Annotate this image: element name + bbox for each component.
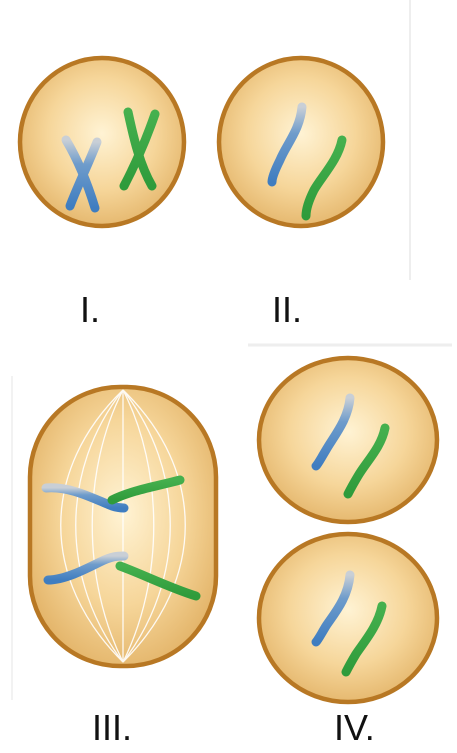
cell-i bbox=[20, 58, 184, 226]
cell-iv-top bbox=[259, 358, 437, 522]
cell-iii bbox=[30, 387, 216, 666]
cell-ii bbox=[219, 58, 383, 226]
label-ii: II. bbox=[272, 292, 302, 328]
cell-icon bbox=[259, 534, 437, 702]
cell-iv-bottom bbox=[259, 534, 437, 702]
cell-icon bbox=[20, 58, 184, 226]
label-i: I. bbox=[80, 292, 100, 328]
label-iv: IV. bbox=[334, 710, 375, 746]
label-iii: III. bbox=[92, 710, 132, 746]
cell-icon bbox=[219, 58, 383, 226]
